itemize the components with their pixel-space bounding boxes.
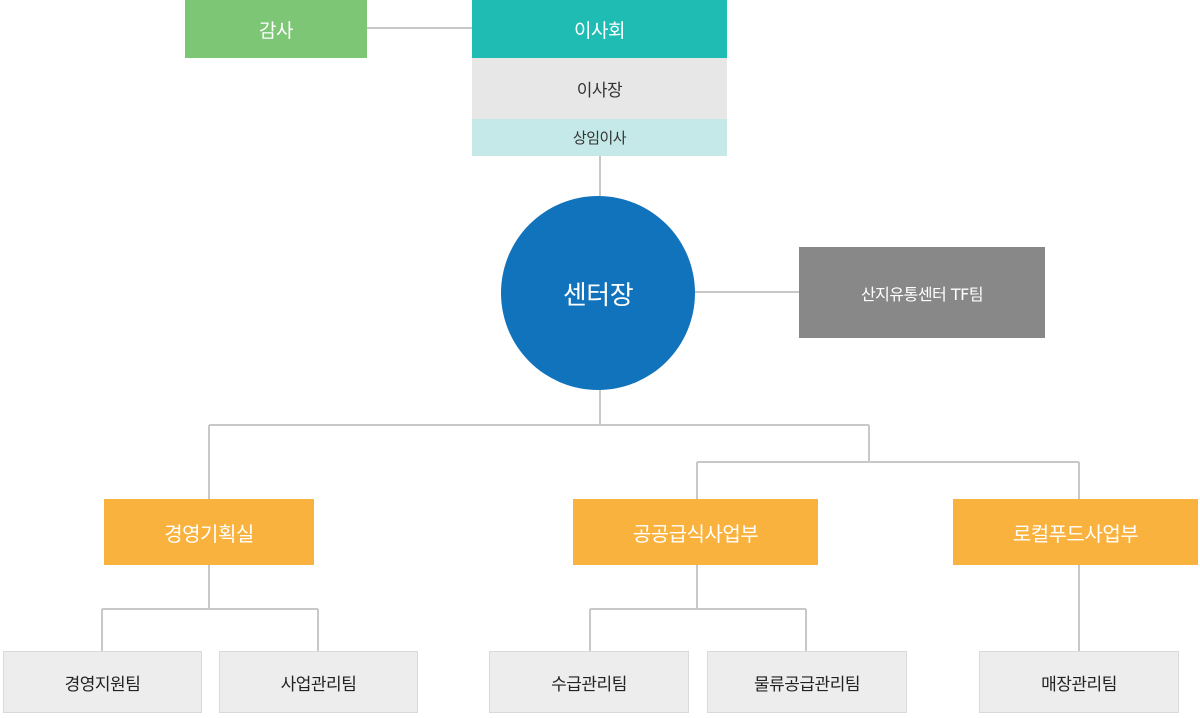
team-box-store-management: 매장관리팀	[979, 651, 1179, 713]
team-label: 매장관리팀	[1041, 674, 1117, 695]
team-box-supply-management: 수급관리팀	[489, 651, 689, 713]
department-box-management-planning: 경영기획실	[104, 499, 314, 565]
department-label: 경영기획실	[164, 521, 254, 546]
board-box: 이사회	[472, 0, 727, 58]
tf-team-box: 산지유통센터 TF팀	[799, 247, 1045, 338]
team-label: 사업관리팀	[280, 674, 357, 695]
team-box-management-support: 경영지원팀	[3, 651, 202, 713]
team-box-logistics-supply: 물류공급관리팀	[707, 651, 907, 713]
center-director-label: 센터장	[562, 280, 634, 311]
chairman-label: 이사장	[576, 81, 623, 101]
department-label: 공공급식사업부	[632, 521, 759, 546]
audit-box: 감사	[185, 0, 367, 58]
chairman-box: 이사장	[472, 58, 727, 119]
center-director-circle: 센터장	[501, 196, 695, 390]
executive-director-label: 상임이사	[572, 129, 627, 147]
team-label: 경영지원팀	[64, 674, 141, 695]
audit-label: 감사	[259, 19, 293, 42]
tf-team-label: 산지유통센터 TF팀	[860, 284, 984, 304]
team-label: 물류공급관리팀	[754, 674, 860, 695]
executive-director-box: 상임이사	[472, 119, 727, 156]
department-label: 로컬푸드사업부	[1012, 521, 1139, 546]
board-label: 이사회	[574, 19, 625, 42]
department-box-local-food: 로컬푸드사업부	[953, 499, 1198, 565]
department-box-public-meals: 공공급식사업부	[573, 499, 818, 565]
team-box-business-management: 사업관리팀	[219, 651, 418, 713]
team-label: 수급관리팀	[551, 674, 627, 695]
